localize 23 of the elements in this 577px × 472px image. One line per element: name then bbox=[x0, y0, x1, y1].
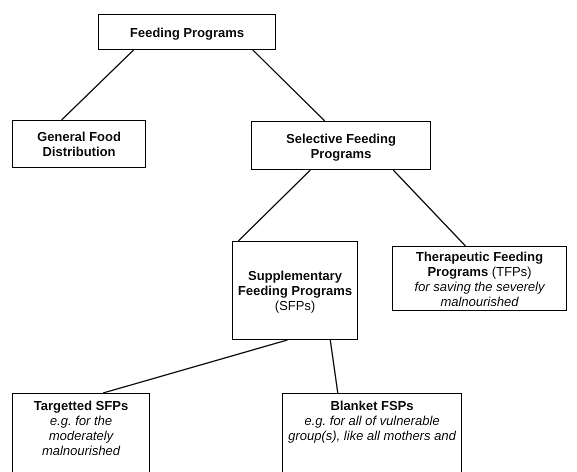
box-title: General Food Distribution bbox=[36, 129, 122, 159]
box-title: Blanket FSPs bbox=[330, 398, 414, 413]
box-title: Therapeutic Feeding Programs (TFPs) bbox=[414, 248, 544, 278]
program-box bbox=[12, 120, 146, 168]
box-title: Targetted SFPs bbox=[34, 398, 128, 413]
box-title: Selective Feeding Programs bbox=[285, 130, 397, 160]
box-description: e.g. for the moderately malnourished bbox=[40, 413, 122, 458]
program-box bbox=[98, 14, 276, 50]
box-title: Supplementary Feeding Programs (SFPs) bbox=[237, 268, 353, 313]
program-box bbox=[282, 393, 462, 472]
program-box bbox=[12, 393, 150, 472]
box-title: Feeding Programs bbox=[130, 24, 244, 40]
connector-line bbox=[330, 340, 338, 394]
connector-line bbox=[102, 339, 288, 394]
box-description: for saving the severely malnourished bbox=[413, 278, 546, 308]
program-box bbox=[251, 121, 431, 170]
connector-line bbox=[392, 170, 466, 246]
connector-line bbox=[252, 50, 326, 122]
program-box bbox=[392, 246, 567, 311]
connector-line bbox=[238, 170, 311, 242]
box-description: e.g. for all of vulnerable group(s), like all mothers and bbox=[287, 413, 457, 443]
connector-line bbox=[61, 50, 134, 120]
program-box bbox=[232, 241, 358, 340]
